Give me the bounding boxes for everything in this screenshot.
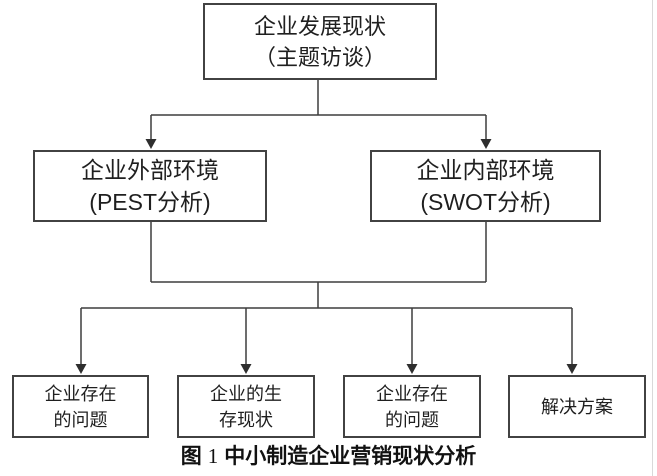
node-label-line: 企业内部环境 <box>416 157 555 183</box>
node-label-line: 企业存在 <box>376 383 448 404</box>
node-label-line: 企业存在 <box>44 383 117 404</box>
caption-title: 中小制造企业营销现状分析 <box>224 445 477 468</box>
arrowheads <box>75 139 578 374</box>
node-internal-environment: 企业内部环境 (SWOT分析) <box>370 150 601 222</box>
node-label-line: 解决方案 <box>541 396 613 417</box>
arrowhead-icon <box>240 364 252 374</box>
arrowhead-icon <box>145 139 157 149</box>
caption-figure-number: 1 <box>207 444 219 468</box>
arrowhead-icon <box>406 364 418 374</box>
node-label-line: (PEST分析) <box>89 189 211 215</box>
node-existing-problems-1: 企业存在 的问题 <box>12 375 149 438</box>
node-label-line: 企业发展现状 <box>253 13 386 39</box>
connector-paths <box>80 80 573 366</box>
node-external-environment: 企业外部环境 (PEST分析) <box>33 150 267 222</box>
node-label-line: (SWOT分析) <box>420 189 551 215</box>
node-label-line: （主题访谈） <box>253 44 386 70</box>
page-edge-rule <box>652 0 653 476</box>
node-existing-problems-2: 企业存在 的问题 <box>343 375 481 438</box>
node-label-line: 存现状 <box>219 409 273 430</box>
node-label-line: 的问题 <box>385 409 439 430</box>
arrowhead-icon <box>566 364 578 374</box>
node-label-line: 的问题 <box>53 409 108 430</box>
node-survival-status: 企业的生 存现状 <box>177 375 315 438</box>
node-solution: 解决方案 <box>508 375 646 438</box>
caption-figure-word: 图 <box>180 445 202 468</box>
arrowhead-icon <box>75 364 87 374</box>
node-label-line: 企业的生 <box>210 383 282 404</box>
node-label-line: 企业外部环境 <box>81 157 219 183</box>
arrowhead-icon <box>480 139 492 149</box>
node-development-status: 企业发展现状 （主题访谈） <box>203 3 437 80</box>
